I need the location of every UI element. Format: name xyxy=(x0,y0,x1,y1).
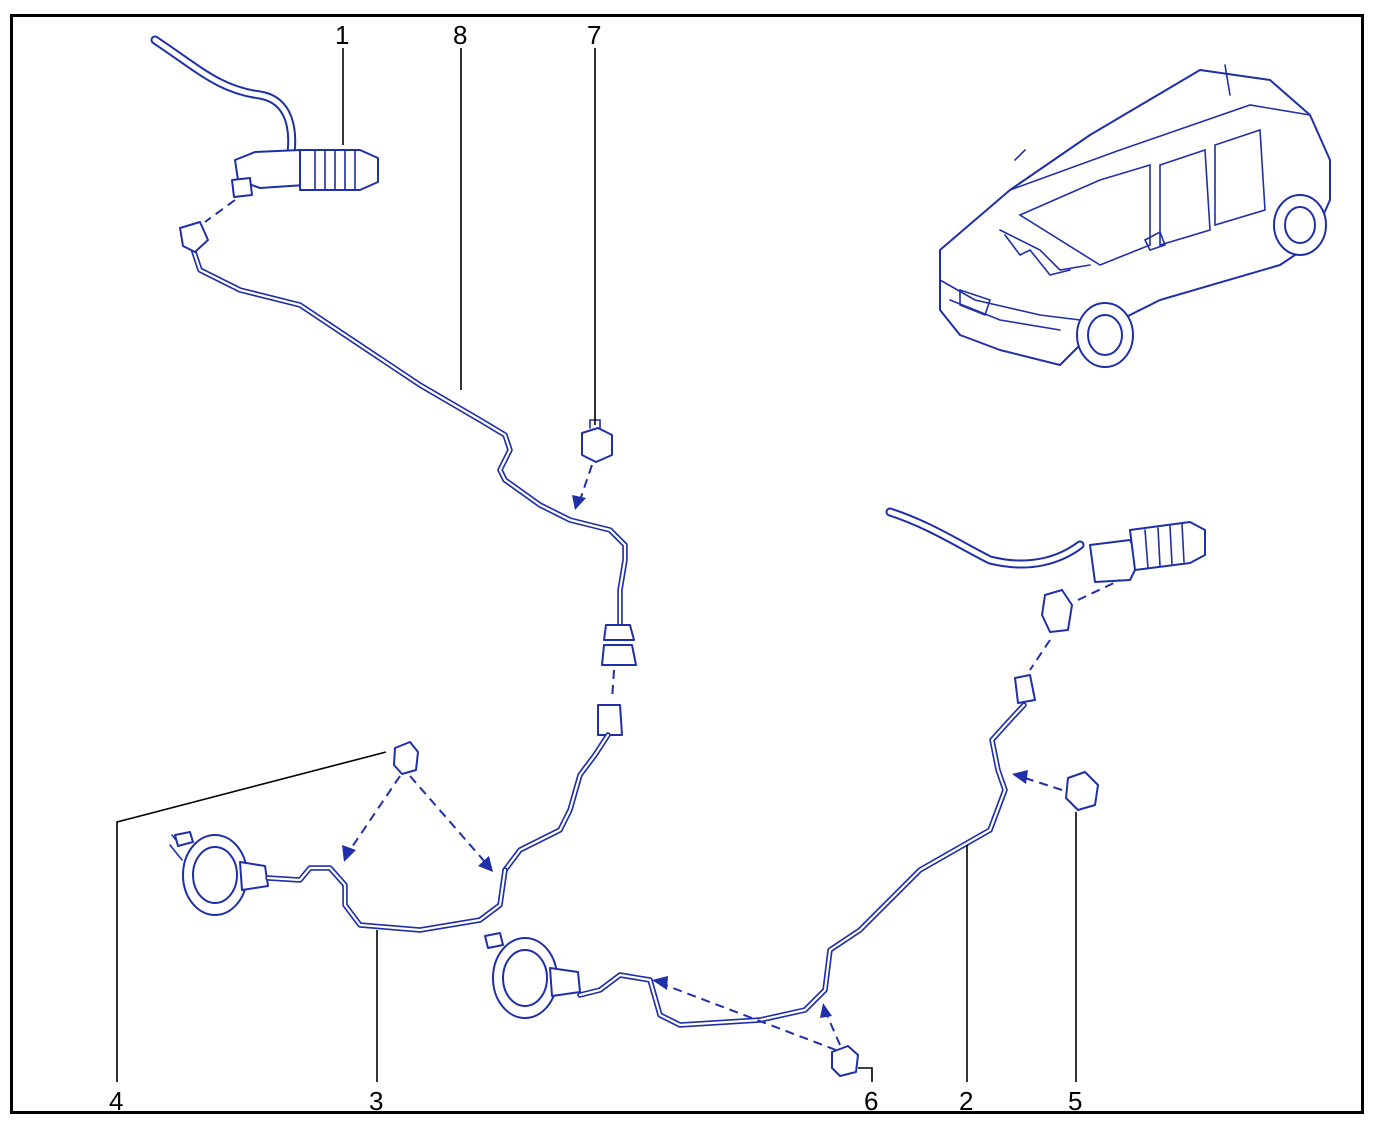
callout-8: 8 xyxy=(453,20,467,50)
callout-labels: 1 8 7 4 3 6 2 5 xyxy=(109,20,1082,1116)
callout-4: 4 xyxy=(109,1086,123,1116)
clip-4 xyxy=(342,741,493,872)
sensor-assembly-1 xyxy=(150,35,379,223)
sensor-assembly-2 xyxy=(577,507,1206,1028)
clip-5 xyxy=(1012,770,1099,811)
callout-6: 6 xyxy=(864,1086,878,1116)
callout-5: 5 xyxy=(1068,1086,1082,1116)
leader-4 xyxy=(116,751,387,1082)
leader-lines xyxy=(116,48,1077,1082)
wiring-harness-8 xyxy=(179,221,637,873)
wheel-speed-sensor-3 xyxy=(169,831,508,933)
callout-1: 1 xyxy=(335,20,349,50)
callout-3: 3 xyxy=(369,1086,383,1116)
clip-7 xyxy=(572,419,613,510)
vehicle-locator-illustration xyxy=(939,64,1331,368)
callout-2: 2 xyxy=(959,1086,973,1116)
leader-6 xyxy=(858,1067,873,1082)
callout-7: 7 xyxy=(587,20,601,50)
wheel-speed-sensor-6 xyxy=(484,932,859,1077)
